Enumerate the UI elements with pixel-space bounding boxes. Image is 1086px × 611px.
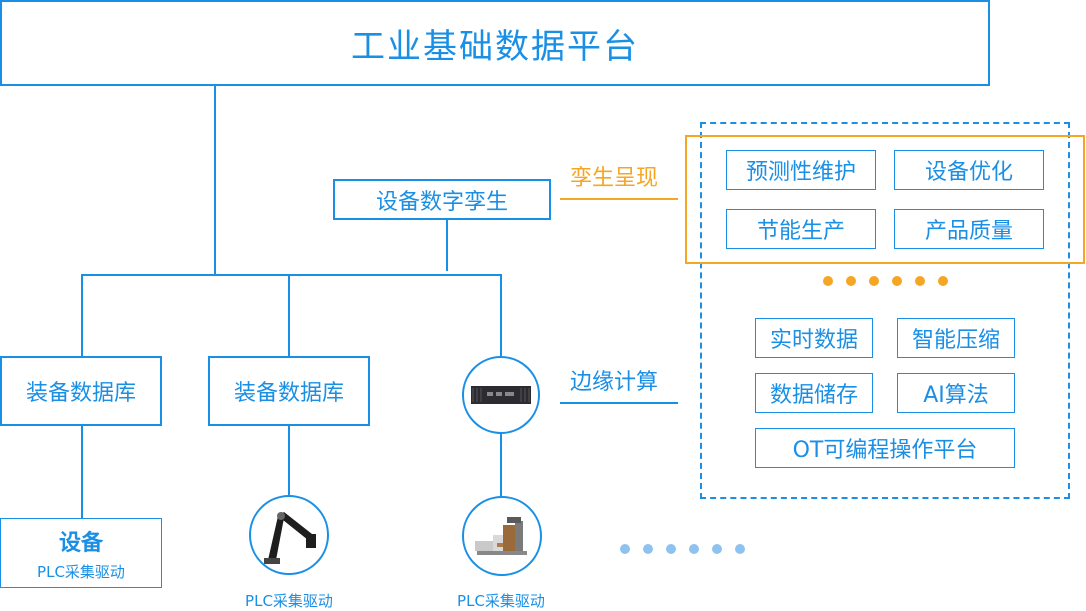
twin-presentation-label: 孪生呈现	[570, 166, 659, 191]
edge-item-label: 智能压缩	[911, 328, 1000, 353]
edge-smart-compression: 智能压缩	[897, 318, 1015, 358]
orange-dot	[869, 276, 879, 286]
edge-frame	[700, 122, 1070, 499]
orange-dot	[892, 276, 902, 286]
factory-equipment-icon	[475, 517, 527, 555]
robot-driver-label: PLC采集驱动	[245, 592, 333, 610]
app-equipment-optimization: 设备优化	[894, 150, 1044, 190]
app-label: 产品质量	[924, 219, 1013, 244]
equipment-database-2: 装备数据库	[208, 356, 370, 426]
edge-data-storage: 数据储存	[755, 373, 873, 413]
ot-platform-label: OT可编程操作平台	[792, 438, 978, 463]
blue-dot	[735, 544, 745, 554]
edge-underline	[560, 402, 678, 404]
edge-item-label: 数据储存	[769, 383, 858, 408]
equipment-database-1: 装备数据库	[0, 356, 162, 426]
connector	[446, 219, 448, 271]
edge-item-label: 实时数据	[769, 328, 858, 353]
edge-ai-algorithm: AI算法	[897, 373, 1015, 413]
app-label: 节能生产	[756, 219, 845, 244]
database-label: 装备数据库	[25, 381, 136, 406]
blue-dot	[689, 544, 699, 554]
app-product-quality: 产品质量	[894, 209, 1044, 249]
equipment-driver-label: PLC采集驱动	[457, 592, 545, 610]
app-label: 预测性维护	[745, 160, 856, 185]
robot-arm-icon	[264, 512, 316, 564]
device-box: 设备 PLC采集驱动	[0, 518, 162, 588]
ot-platform-box: OT可编程操作平台	[755, 428, 1015, 468]
blue-dot	[620, 544, 630, 554]
digital-twin-box: 设备数字孪生	[333, 179, 551, 220]
connector	[81, 274, 502, 276]
digital-twin-label: 设备数字孪生	[375, 189, 508, 215]
factory-equipment-circle	[462, 496, 542, 576]
orange-dot	[846, 276, 856, 286]
blue-dot	[712, 544, 722, 554]
connector	[500, 433, 502, 496]
robot-arm-circle	[249, 495, 329, 575]
edge-gateway-circle	[462, 356, 540, 434]
edge-realtime-data: 实时数据	[755, 318, 873, 358]
device-label: 设备	[58, 530, 103, 556]
platform-title-box: 工业基础数据平台	[0, 0, 990, 86]
platform-title: 工业基础数据平台	[351, 26, 639, 67]
edge-computing-label: 边缘计算	[570, 370, 659, 395]
app-label: 设备优化	[924, 160, 1013, 185]
app-predictive-maintenance: 预测性维护	[726, 150, 876, 190]
app-energy-saving: 节能生产	[726, 209, 876, 249]
connector	[81, 274, 83, 356]
twin-apps-frame	[685, 135, 1085, 264]
orange-dot	[823, 276, 833, 286]
blue-dot	[643, 544, 653, 554]
connector	[214, 86, 216, 275]
edge-gateway-icon	[471, 386, 531, 404]
device-driver-label: PLC采集驱动	[37, 562, 125, 581]
edge-item-label: AI算法	[923, 383, 989, 408]
connector	[500, 274, 502, 356]
orange-dot	[915, 276, 925, 286]
twin-underline	[560, 198, 678, 200]
connector	[288, 274, 290, 356]
connector	[81, 425, 83, 518]
orange-dot	[938, 276, 948, 286]
connector	[288, 425, 290, 495]
blue-dot	[666, 544, 676, 554]
database-label: 装备数据库	[233, 381, 344, 406]
